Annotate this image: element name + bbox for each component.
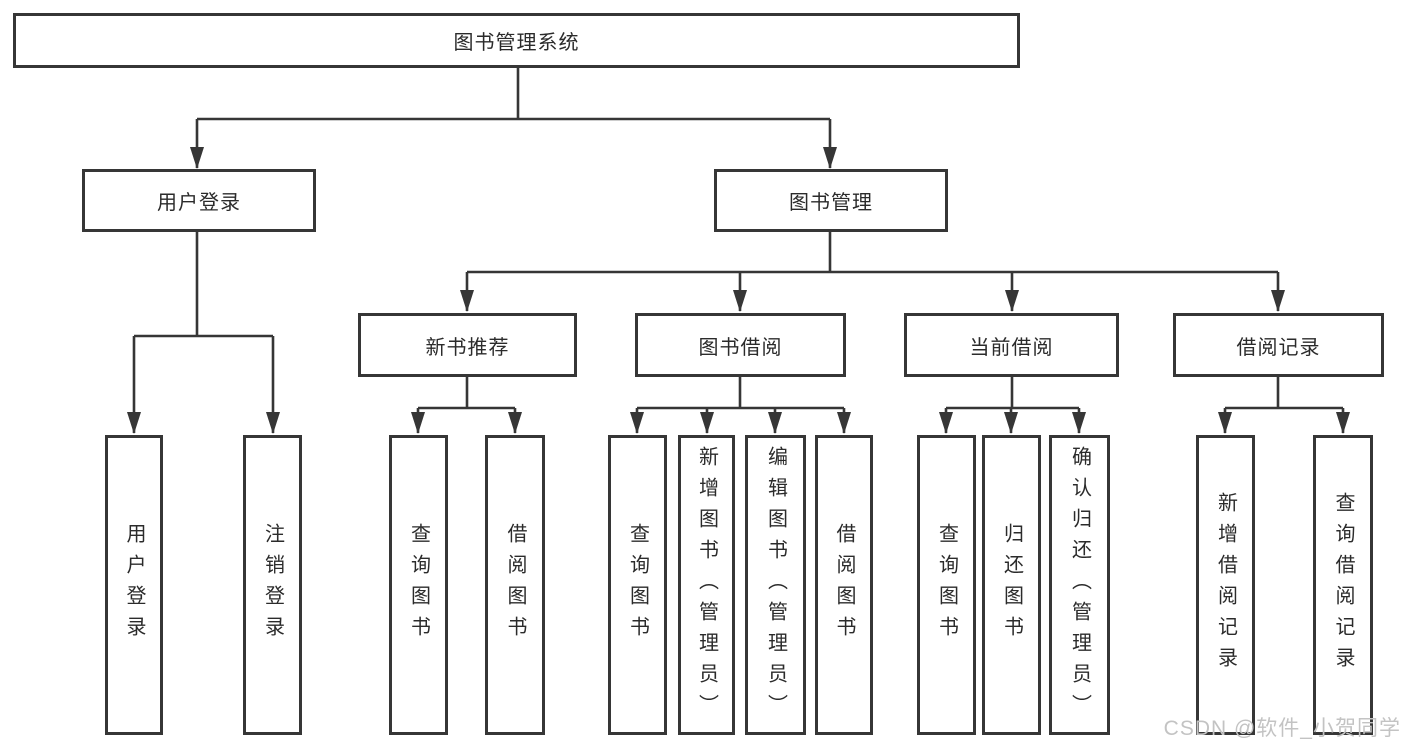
leaf-query-books-rec: 查询图书	[389, 435, 448, 735]
leaf-query-borrow-record: 查询借阅记录	[1313, 435, 1373, 735]
node-book-management: 图书管理	[714, 169, 948, 232]
leaf-edit-book-admin-label: 编辑图书（管理员）	[764, 445, 787, 725]
leaf-query-borrow-record-label: 查询借阅记录	[1332, 492, 1354, 678]
leaf-add-borrow-record: 新增借阅记录	[1196, 435, 1255, 735]
leaf-edit-book-admin: 编辑图书（管理员）	[745, 435, 806, 735]
node-new-book-recommend: 新书推荐	[358, 313, 577, 377]
node-new-book-recommend-label: 新书推荐	[425, 336, 510, 359]
leaf-add-book-admin-label: 新增图书（管理员）	[695, 445, 718, 725]
leaf-query-books-borrow: 查询图书	[608, 435, 667, 735]
leaf-query-books-current: 查询图书	[917, 435, 976, 735]
node-root-system: 图书管理系统	[13, 13, 1020, 68]
node-user-login-label: 用户登录	[157, 192, 241, 214]
leaf-confirm-return-admin-label: 确认归还（管理员）	[1068, 445, 1091, 725]
node-current-borrow: 当前借阅	[904, 313, 1119, 377]
leaf-borrow-books: 借阅图书	[815, 435, 873, 735]
leaf-borrow-books-rec-label: 借阅图书	[504, 523, 526, 647]
node-book-management-label: 图书管理	[789, 192, 873, 214]
leaf-return-books-label: 归还图书	[1000, 523, 1023, 647]
leaf-query-books-rec-label: 查询图书	[407, 523, 430, 647]
leaf-logout-label: 注销登录	[261, 523, 284, 647]
leaf-borrow-books-label: 借阅图书	[833, 523, 855, 647]
node-borrow-records: 借阅记录	[1173, 313, 1384, 377]
leaf-user-login: 用户登录	[105, 435, 163, 735]
leaf-query-books-borrow-label: 查询图书	[626, 523, 649, 647]
leaf-borrow-books-rec: 借阅图书	[485, 435, 545, 735]
leaf-return-books: 归还图书	[982, 435, 1041, 735]
node-user-login: 用户登录	[82, 169, 316, 232]
leaf-query-books-current-label: 查询图书	[935, 523, 958, 647]
leaf-logout: 注销登录	[243, 435, 302, 735]
node-current-borrow-label: 当前借阅	[969, 336, 1054, 359]
leaf-confirm-return-admin: 确认归还（管理员）	[1049, 435, 1110, 735]
leaf-user-login-label: 用户登录	[123, 523, 145, 647]
node-book-borrow-label: 图书借阅	[698, 336, 783, 359]
leaf-add-borrow-record-label: 新增借阅记录	[1214, 492, 1237, 678]
csdn-watermark: CSDN @软件_小贺同学	[1163, 717, 1401, 740]
node-borrow-records-label: 借阅记录	[1236, 336, 1321, 359]
leaf-add-book-admin: 新增图书（管理员）	[678, 435, 735, 735]
node-root-label: 图书管理系统	[453, 32, 580, 54]
node-book-borrow: 图书借阅	[635, 313, 846, 377]
